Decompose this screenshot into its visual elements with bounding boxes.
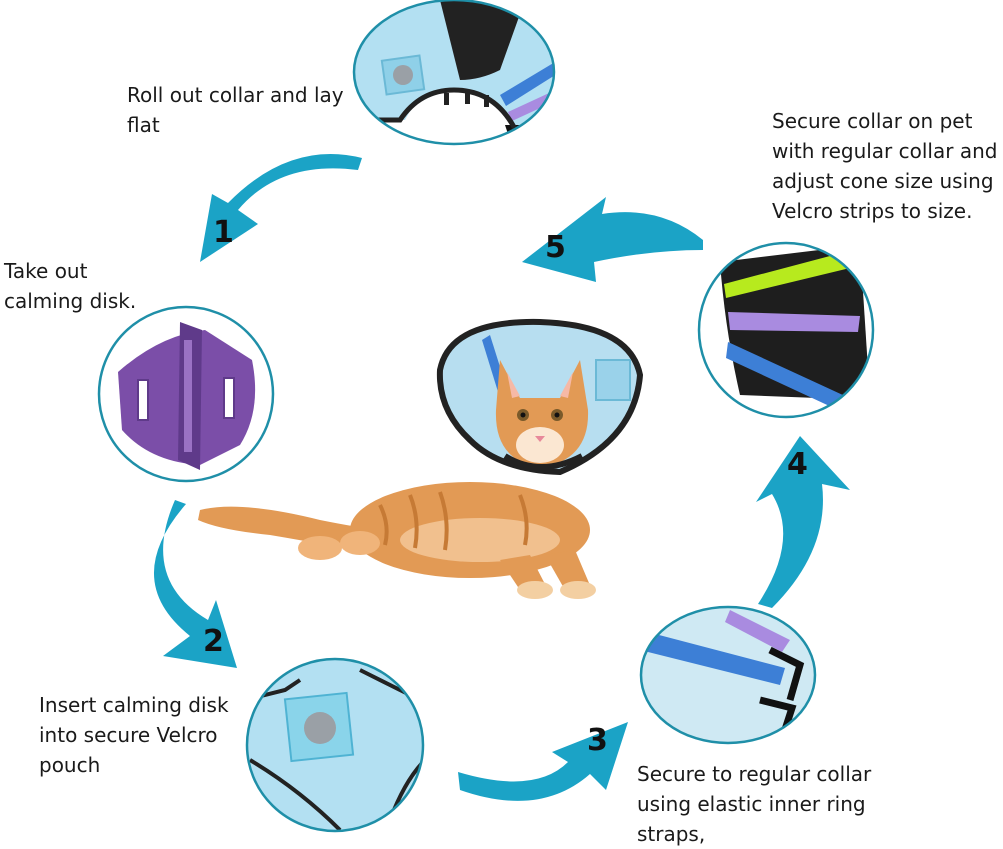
step-2-number: 2 xyxy=(203,624,224,659)
arrow-4 xyxy=(756,436,850,608)
velcro-pouch-photo xyxy=(245,657,425,833)
velcro-strips-photo xyxy=(697,241,875,419)
arrow-1 xyxy=(200,154,362,262)
cat-wearing-cone-photo xyxy=(198,318,644,599)
step-1-number: 1 xyxy=(213,215,234,250)
step-4-number: 4 xyxy=(787,447,808,482)
calming-disk-photo xyxy=(97,305,275,483)
step-5-number: 5 xyxy=(545,230,566,265)
step-3-caption: Insert calming disk into secure Velcro p… xyxy=(39,693,229,777)
step-1-caption: Roll out collar and lay flat xyxy=(127,83,344,137)
arrow-2 xyxy=(153,500,237,668)
step-4-caption: Secure to regular collar using elastic i… xyxy=(637,762,872,846)
arrow-5 xyxy=(522,197,703,282)
step-2-caption: Take out calming disk. xyxy=(4,259,137,313)
arrow-3 xyxy=(458,722,628,801)
collar-flat-photo xyxy=(352,0,556,146)
step-3-number: 3 xyxy=(587,723,608,758)
inner-ring-straps-photo xyxy=(639,605,817,745)
step-5-caption: Secure collar on pet with regular collar… xyxy=(772,109,998,223)
